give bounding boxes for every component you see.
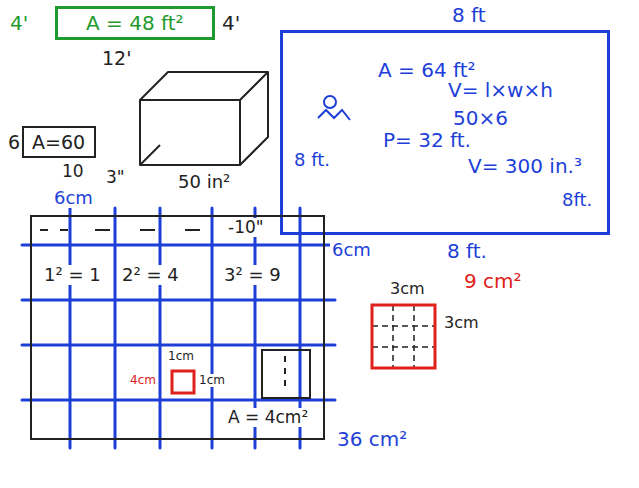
prism-edge [240, 72, 268, 100]
inner-line [372, 346, 435, 348]
node-text: P= 32 ft. [383, 129, 471, 151]
node-text: 1² = 1 [42, 265, 103, 285]
dimension: 6 [6, 132, 22, 153]
dash [185, 229, 200, 231]
area-note: 50 in² [176, 172, 232, 192]
node-text: V= 300 in.³ [468, 155, 582, 177]
dimension: 8 ft. [292, 150, 332, 170]
dimension: 1cm [197, 374, 227, 387]
node-text: 3² = 9 [222, 265, 283, 285]
area-note: 36 cm² [335, 428, 409, 450]
dimension: 4cm [128, 374, 158, 387]
node-text: 2² = 4 [120, 265, 181, 285]
red-square-grid [372, 305, 435, 368]
dimension: 6cm [52, 188, 95, 208]
dash [60, 229, 68, 231]
red-square [372, 305, 435, 368]
unit-square [172, 371, 194, 393]
dot [284, 380, 286, 386]
dimension: 3cm [388, 280, 427, 298]
grid-rectangle: 1² = 1 2² = 4 3² = 9 [30, 215, 325, 440]
dot [284, 368, 286, 374]
tick-dashes [40, 229, 200, 231]
dash [140, 229, 155, 231]
dimension: 12' [100, 48, 133, 69]
dimension: 6cm [330, 240, 373, 260]
small-rectangle [262, 350, 310, 398]
dimension: 1cm [166, 350, 196, 363]
node-text: A = 64 ft² [378, 59, 476, 81]
node-text: V= l×w×h [448, 79, 553, 101]
dimension: 4' [8, 12, 30, 34]
rectangle-box: A=60 [22, 126, 96, 158]
doodle-body [318, 110, 350, 120]
prism-front [140, 100, 240, 165]
dimension: 3" [104, 168, 127, 187]
person-doodle [318, 96, 350, 120]
red-square-outline [372, 305, 435, 368]
area-box: A = 48 ft² [55, 6, 215, 40]
prism-back [140, 72, 268, 165]
dimension: 3cm [442, 314, 481, 332]
dash [40, 229, 48, 231]
grid-line [159, 208, 162, 448]
grid-line [211, 208, 214, 448]
area-note: A = 4cm² [226, 408, 310, 427]
node-text: 50×6 [453, 107, 508, 129]
node-text: A=60 [32, 132, 85, 153]
inner-line [392, 305, 394, 368]
dimension: 4' [220, 12, 242, 34]
dimension: 8 ft. [445, 240, 489, 262]
inner-line [413, 305, 415, 368]
grid-line [114, 208, 117, 448]
dot [284, 356, 286, 362]
doodle-head [324, 96, 336, 108]
dash [95, 229, 110, 231]
node-text: A = 48 ft² [86, 12, 184, 34]
prism-edge [140, 145, 160, 165]
inner-line [372, 325, 435, 327]
dimension: 8 ft [450, 4, 488, 26]
dimension: -10" [226, 218, 266, 237]
dimension: 10 [60, 162, 86, 181]
grid-lines [22, 208, 335, 448]
prism-sketch [140, 72, 268, 165]
small-rect-outline [262, 350, 310, 398]
grid-line [69, 208, 72, 448]
area-note: 9 cm² [462, 270, 524, 292]
dimension: 8ft. [560, 190, 594, 210]
